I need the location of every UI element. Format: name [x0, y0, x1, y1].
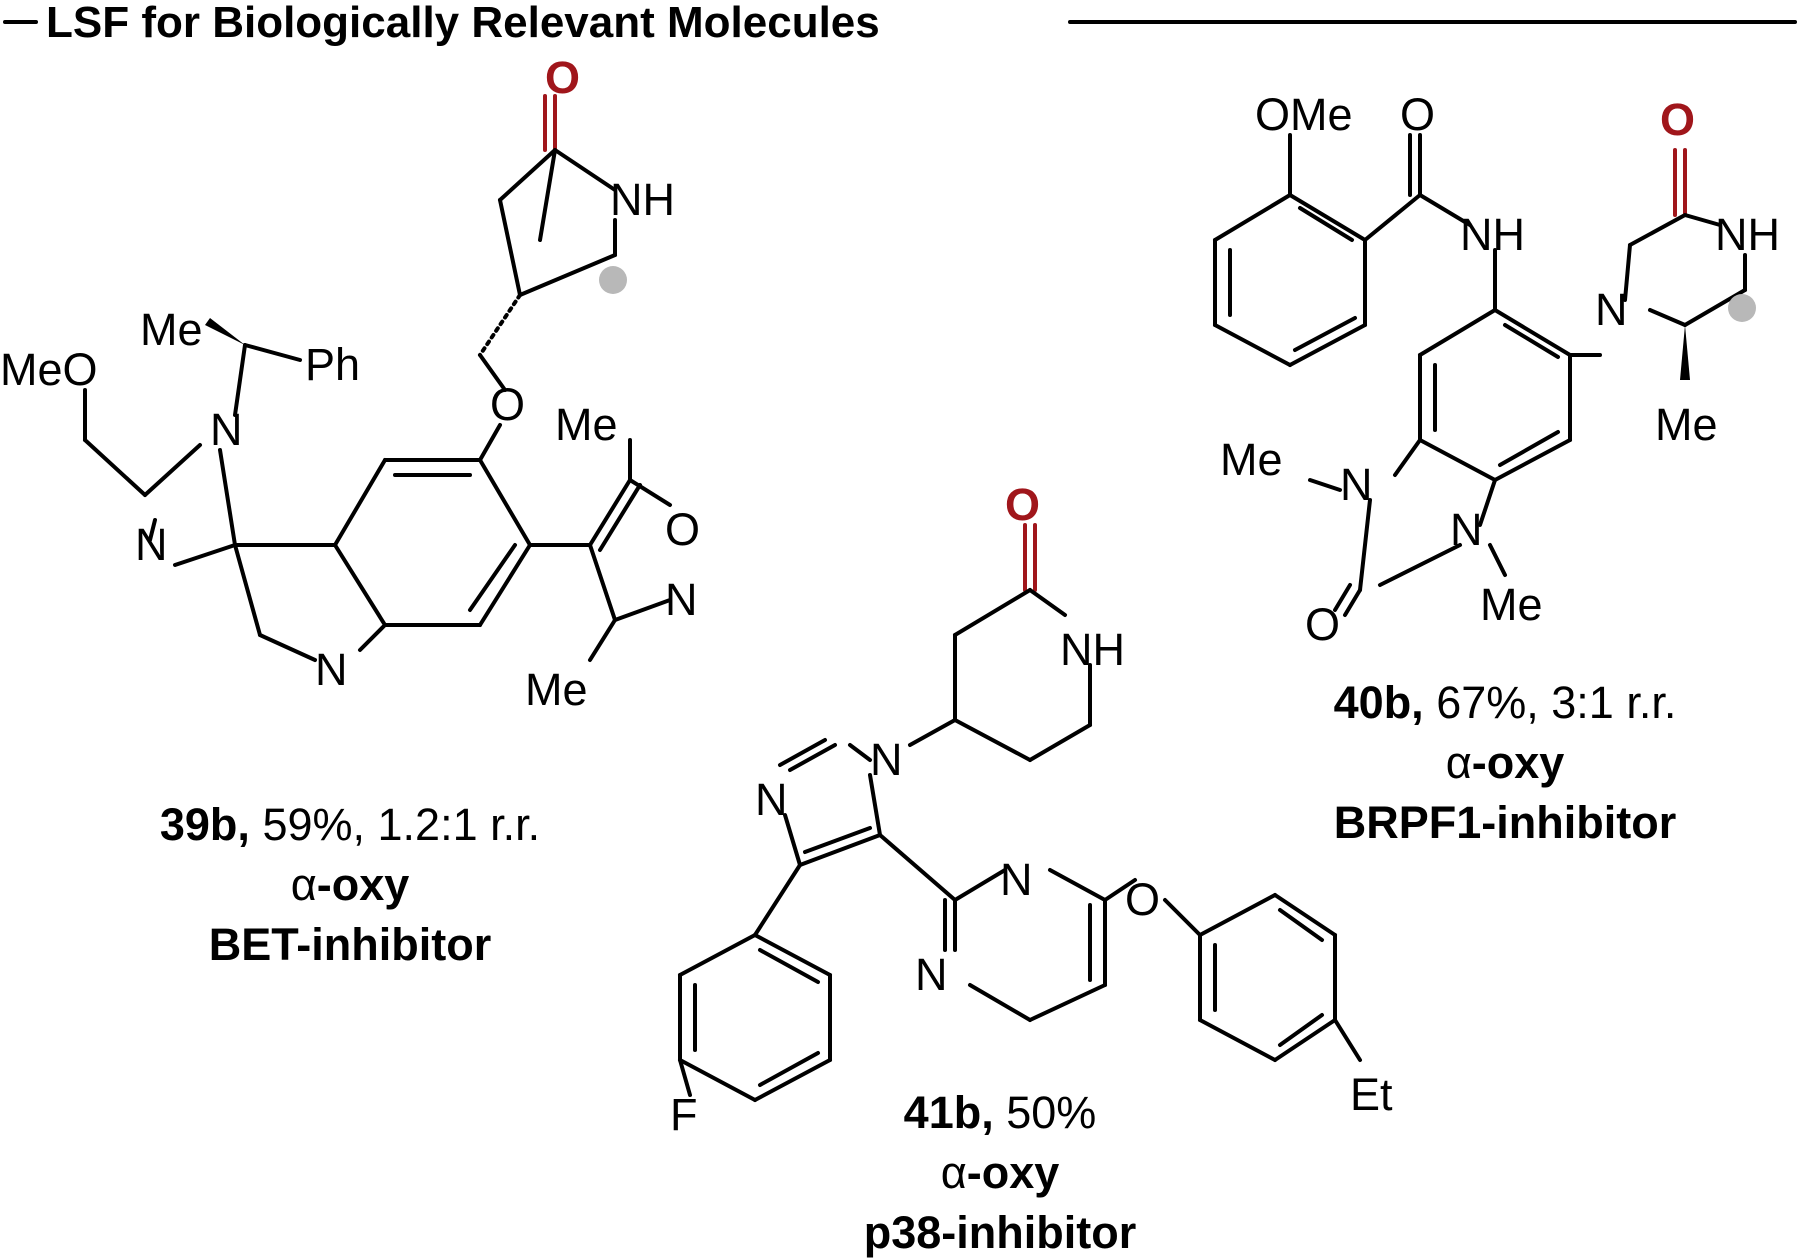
- section-title: LSF for Biologically Relevant Molecules: [46, 0, 880, 47]
- selectivity-39b: -oxy: [317, 859, 410, 910]
- svg-text:N: N: [315, 644, 348, 695]
- compound-41b-structure: [678, 523, 1362, 1102]
- svg-text:NH: NH: [610, 174, 675, 225]
- compound-39b-caption: 39b, 59%, 1.2:1 r.r. α-oxy BET-inhibitor: [160, 799, 540, 970]
- carbonyl-oxygen-40b: O: [1660, 94, 1695, 145]
- target-41b: p38-inhibitor: [864, 1207, 1136, 1258]
- svg-text:O: O: [1125, 874, 1160, 925]
- svg-text:MeO: MeO: [0, 344, 98, 395]
- svg-text:NH: NH: [1460, 209, 1525, 260]
- svg-text:N: N: [210, 404, 243, 455]
- selectivity-40b: -oxy: [1472, 737, 1565, 788]
- yield-39b: 59%, 1.2:1 r.r.: [262, 799, 540, 850]
- svg-text:α-oxy: α-oxy: [291, 859, 410, 910]
- svg-text:39b, 59%, 1.2:1 r.r.: 39b, 59%, 1.2:1 r.r.: [160, 799, 540, 850]
- carbonyl-oxygen-39b: O: [545, 52, 580, 103]
- svg-text:41b, 50%: 41b, 50%: [904, 1087, 1097, 1138]
- svg-text:O: O: [490, 379, 525, 430]
- compound-40b-caption: 40b, 67%, 3:1 r.r. α-oxy BRPF1-inhibitor: [1334, 677, 1677, 848]
- svg-text:40b, 67%, 3:1 r.r.: 40b, 67%, 3:1 r.r.: [1334, 677, 1677, 728]
- svg-text:OMe: OMe: [1255, 89, 1353, 140]
- svg-text:N: N: [915, 949, 948, 1000]
- svg-text:NH: NH: [1715, 209, 1780, 260]
- functionalization-site-marker: [599, 266, 627, 294]
- compound-id-41b: 41b,: [904, 1087, 994, 1138]
- svg-text:O: O: [1400, 89, 1435, 140]
- compound-39b-structure: [83, 94, 672, 662]
- svg-text:α-oxy: α-oxy: [1446, 737, 1565, 788]
- svg-text:N: N: [1450, 504, 1483, 555]
- yield-40b: 67%, 3:1 r.r.: [1436, 677, 1676, 728]
- svg-text:N: N: [1340, 459, 1373, 510]
- svg-text:N: N: [870, 734, 903, 785]
- target-39b: BET-inhibitor: [209, 919, 491, 970]
- svg-text:N: N: [755, 774, 788, 825]
- svg-text:N: N: [665, 574, 698, 625]
- svg-text:Ph: Ph: [305, 339, 360, 390]
- functionalization-site-marker: [1728, 294, 1756, 322]
- svg-text:Me: Me: [140, 304, 203, 355]
- svg-text:Me: Me: [1480, 579, 1543, 630]
- svg-text:Me: Me: [1220, 434, 1283, 485]
- selectivity-41b: -oxy: [967, 1147, 1060, 1198]
- svg-text:Me: Me: [555, 399, 618, 450]
- svg-text:N: N: [135, 519, 168, 570]
- compound-41b-atoms: O NH N N N N O F Et: [670, 479, 1393, 1140]
- svg-text:Et: Et: [1350, 1069, 1393, 1120]
- compound-id-40b: 40b,: [1334, 677, 1424, 728]
- svg-text:N: N: [1000, 854, 1033, 905]
- compound-40b-atoms: OMe O O NH NH N Me Me N N Me O: [1220, 89, 1780, 650]
- svg-text:NH: NH: [1060, 624, 1125, 675]
- yield-41b: 50%: [1006, 1087, 1096, 1138]
- svg-text:Me: Me: [1655, 399, 1718, 450]
- compound-41b-caption: 41b, 50% α-oxy p38-inhibitor: [864, 1087, 1136, 1258]
- svg-text:O: O: [665, 504, 700, 555]
- svg-text:α-oxy: α-oxy: [941, 1147, 1060, 1198]
- compound-39b-atoms: O NH O MeO Me Ph N N N Me O N Me: [0, 52, 700, 715]
- svg-text:N: N: [1595, 284, 1628, 335]
- compound-40b-structure: [1213, 133, 1756, 617]
- svg-text:Me: Me: [525, 664, 588, 715]
- compound-id-39b: 39b,: [160, 799, 250, 850]
- carbonyl-oxygen-41b: O: [1005, 479, 1040, 530]
- target-40b: BRPF1-inhibitor: [1334, 797, 1676, 848]
- svg-text:F: F: [670, 1089, 698, 1140]
- svg-text:O: O: [1305, 599, 1340, 650]
- section-header: LSF for Biologically Relevant Molecules: [3, 0, 1797, 47]
